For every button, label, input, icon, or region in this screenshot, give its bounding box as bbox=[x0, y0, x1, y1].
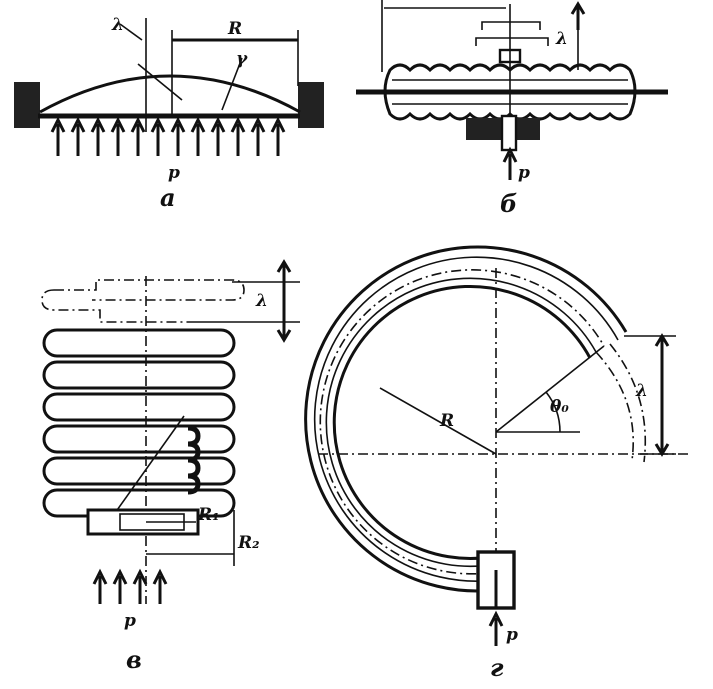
pressure-arrow-g bbox=[488, 610, 504, 646]
radius-label-g: R bbox=[439, 411, 454, 431]
deflection-label-b: λ bbox=[555, 29, 568, 49]
top-stem bbox=[498, 48, 522, 64]
pressure-arrows-a bbox=[50, 116, 286, 156]
tube-inner-2 bbox=[325, 277, 597, 568]
angle-arc bbox=[545, 391, 561, 433]
corrugated-box bbox=[383, 63, 637, 121]
panel-g-bourdon-tube: R θ₀ λ p г bbox=[304, 245, 690, 682]
membrane-curve bbox=[39, 74, 301, 114]
deflection-dim-g bbox=[654, 333, 670, 457]
panel-a-membrane: R λ γ p а bbox=[14, 15, 324, 212]
angle-line bbox=[221, 57, 243, 111]
caption-b: б bbox=[500, 189, 517, 218]
radius-line-r1 bbox=[109, 415, 185, 521]
bellows-convolutions bbox=[42, 328, 236, 518]
caption-g: г bbox=[490, 653, 504, 682]
deflection-dim-v bbox=[276, 259, 292, 343]
pressure-arrow-b bbox=[502, 146, 518, 180]
radius-line-g bbox=[379, 387, 497, 455]
pressure-label-b: p bbox=[518, 163, 530, 183]
pressure-arrows-v bbox=[92, 568, 168, 604]
panel-b-membrane-box: λ p б bbox=[356, 0, 668, 218]
displaced-tip bbox=[595, 343, 647, 463]
angle-ray bbox=[495, 345, 605, 433]
right-wall bbox=[298, 82, 324, 128]
pressure-label-v: p bbox=[124, 611, 136, 631]
left-wall bbox=[14, 82, 40, 128]
wall-section bbox=[187, 425, 201, 495]
radius-label: R bbox=[227, 19, 242, 39]
inner-radius-label: R₁ bbox=[197, 505, 220, 525]
deflection-arrow bbox=[119, 23, 143, 41]
tube-centre bbox=[319, 269, 605, 575]
pressure-label-g: p bbox=[506, 625, 518, 645]
pressure-label-a: p bbox=[168, 163, 180, 183]
displaced-top bbox=[41, 279, 245, 323]
caption-v: в bbox=[126, 645, 142, 674]
fitting-bore bbox=[500, 114, 518, 152]
outer-radius-label: R₂ bbox=[237, 533, 260, 553]
caption-a: а bbox=[160, 183, 176, 212]
angle-label: γ bbox=[236, 49, 248, 69]
top-brackets bbox=[475, 21, 549, 46]
panel-v-bellows: λ R₁ R₂ p в bbox=[41, 259, 300, 674]
angle-label-g: θ₀ bbox=[550, 397, 569, 417]
deflection-label-g: λ bbox=[635, 381, 648, 401]
tube-inner bbox=[332, 284, 592, 560]
deflection-label-v: λ bbox=[255, 291, 268, 311]
diag-line bbox=[137, 63, 183, 101]
tube-outer-2 bbox=[313, 256, 619, 582]
deflection-arrow-b bbox=[570, 1, 586, 30]
deflection-label: λ bbox=[111, 15, 124, 35]
tube-outer bbox=[304, 245, 628, 593]
